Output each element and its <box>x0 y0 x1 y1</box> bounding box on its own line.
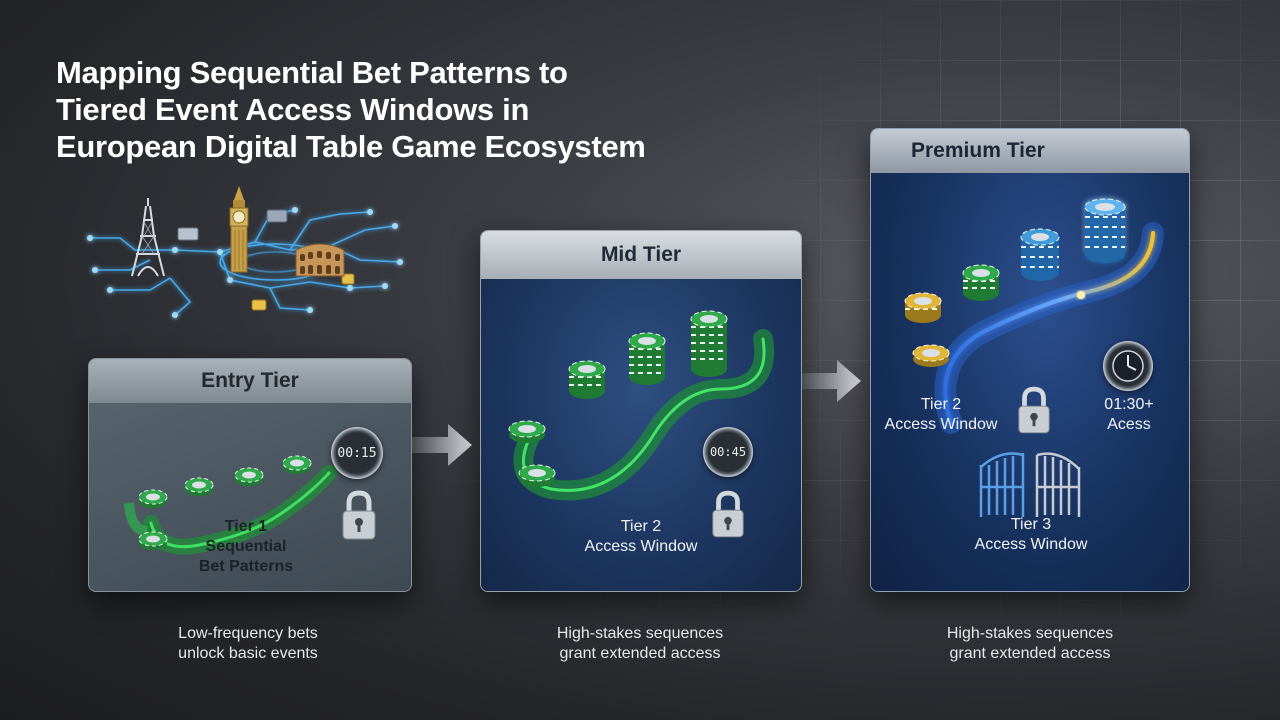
title-line-3: European Digital Table Game Ecosystem <box>56 129 646 164</box>
entry-caption-line-1: Low-frequency bets <box>178 625 318 642</box>
eiffel-tower-icon <box>131 198 165 277</box>
mid-tier-label: Tier 2 Access Window <box>561 517 721 557</box>
gate-icon <box>979 452 1081 517</box>
premium-label-b-line-2: Acess <box>1107 416 1151 433</box>
colosseum-icon <box>295 243 345 277</box>
poker-chip-icon <box>508 310 728 487</box>
premium-label-a: Tier 2 Access Window <box>873 395 1009 435</box>
poker-chip-icon <box>904 198 1126 367</box>
big-ben-icon <box>229 186 249 273</box>
premium-tier-body: Tier 2 Access Window 01:30+ Acess Tier 3 <box>871 173 1189 591</box>
poker-chip-icon <box>138 455 312 550</box>
premium-tier-panel: Premium Tier <box>870 128 1190 592</box>
premium-label-b-line-1: 01:30+ <box>1104 396 1154 413</box>
premium-tier-caption: High-stakes sequences grant extended acc… <box>910 624 1150 664</box>
page-title: Mapping Sequential Bet Patterns to Tiere… <box>56 54 736 165</box>
premium-label-a-line-2: Access Window <box>884 416 998 433</box>
entry-caption-line-2: unlock basic events <box>178 645 318 662</box>
entry-label-line-3: Bet Patterns <box>198 558 294 575</box>
premium-caption-line-1: High-stakes sequences <box>946 625 1114 642</box>
premium-stopwatch-icon <box>1103 341 1153 391</box>
entry-stopwatch-icon: 00:15 <box>331 427 383 479</box>
entry-padlock-icon <box>342 490 376 540</box>
mid-timer-value: 00:45 <box>709 445 747 459</box>
entry-timer-value: 00:15 <box>337 445 377 461</box>
clock-hands-icon <box>1112 350 1144 382</box>
mid-tier-header: Mid Tier <box>481 231 801 279</box>
entry-tier-caption: Low-frequency bets unlock basic events <box>128 624 368 664</box>
premium-padlock-icon <box>1018 386 1050 434</box>
arrow-right-icon <box>801 360 861 402</box>
entry-tier-body: 00:15 Tier 1 Sequential Bet Patterns <box>89 403 411 591</box>
entry-tier-path <box>124 465 337 555</box>
mid-label-line-2: Access Window <box>584 538 698 555</box>
mid-tier-body: 00:45 Tier 2 Access Window <box>481 279 801 591</box>
entry-label-line-2: Sequential <box>205 538 287 555</box>
mid-caption-line-1: High-stakes sequences <box>556 625 724 642</box>
entry-tier-panel: Entry Tier <box>88 358 412 592</box>
mid-tier-panel: Mid Tier <box>480 230 802 592</box>
premium-label-c-line-2: Access Window <box>974 536 1088 553</box>
mid-stopwatch-icon: 00:45 <box>703 427 753 477</box>
entry-tier-label: Tier 1 Sequential Bet Patterns <box>181 517 311 577</box>
premium-caption-line-2: grant extended access <box>949 645 1111 662</box>
arrow-right-icon <box>412 424 472 466</box>
entry-tier-header: Entry Tier <box>89 359 411 403</box>
mid-label-line-1: Tier 2 <box>620 518 662 535</box>
premium-tier-header: Premium Tier <box>871 129 1189 173</box>
premium-label-b: 01:30+ Acess <box>1093 395 1165 435</box>
title-line-1: Mapping Sequential Bet Patterns to <box>56 55 568 90</box>
mid-caption-line-2: grant extended access <box>559 645 721 662</box>
entry-label-line-1: Tier 1 <box>224 518 268 535</box>
mid-tier-caption: High-stakes sequences grant extended acc… <box>520 624 760 664</box>
premium-label-a-line-1: Tier 2 <box>920 396 962 413</box>
premium-label-c-line-1: Tier 3 <box>1010 516 1052 533</box>
mid-padlock-icon <box>712 490 744 538</box>
premium-label-c: Tier 3 Access Window <box>951 515 1111 555</box>
title-line-2: Tiered Event Access Windows in <box>56 92 530 127</box>
premium-tier-path <box>934 222 1164 434</box>
